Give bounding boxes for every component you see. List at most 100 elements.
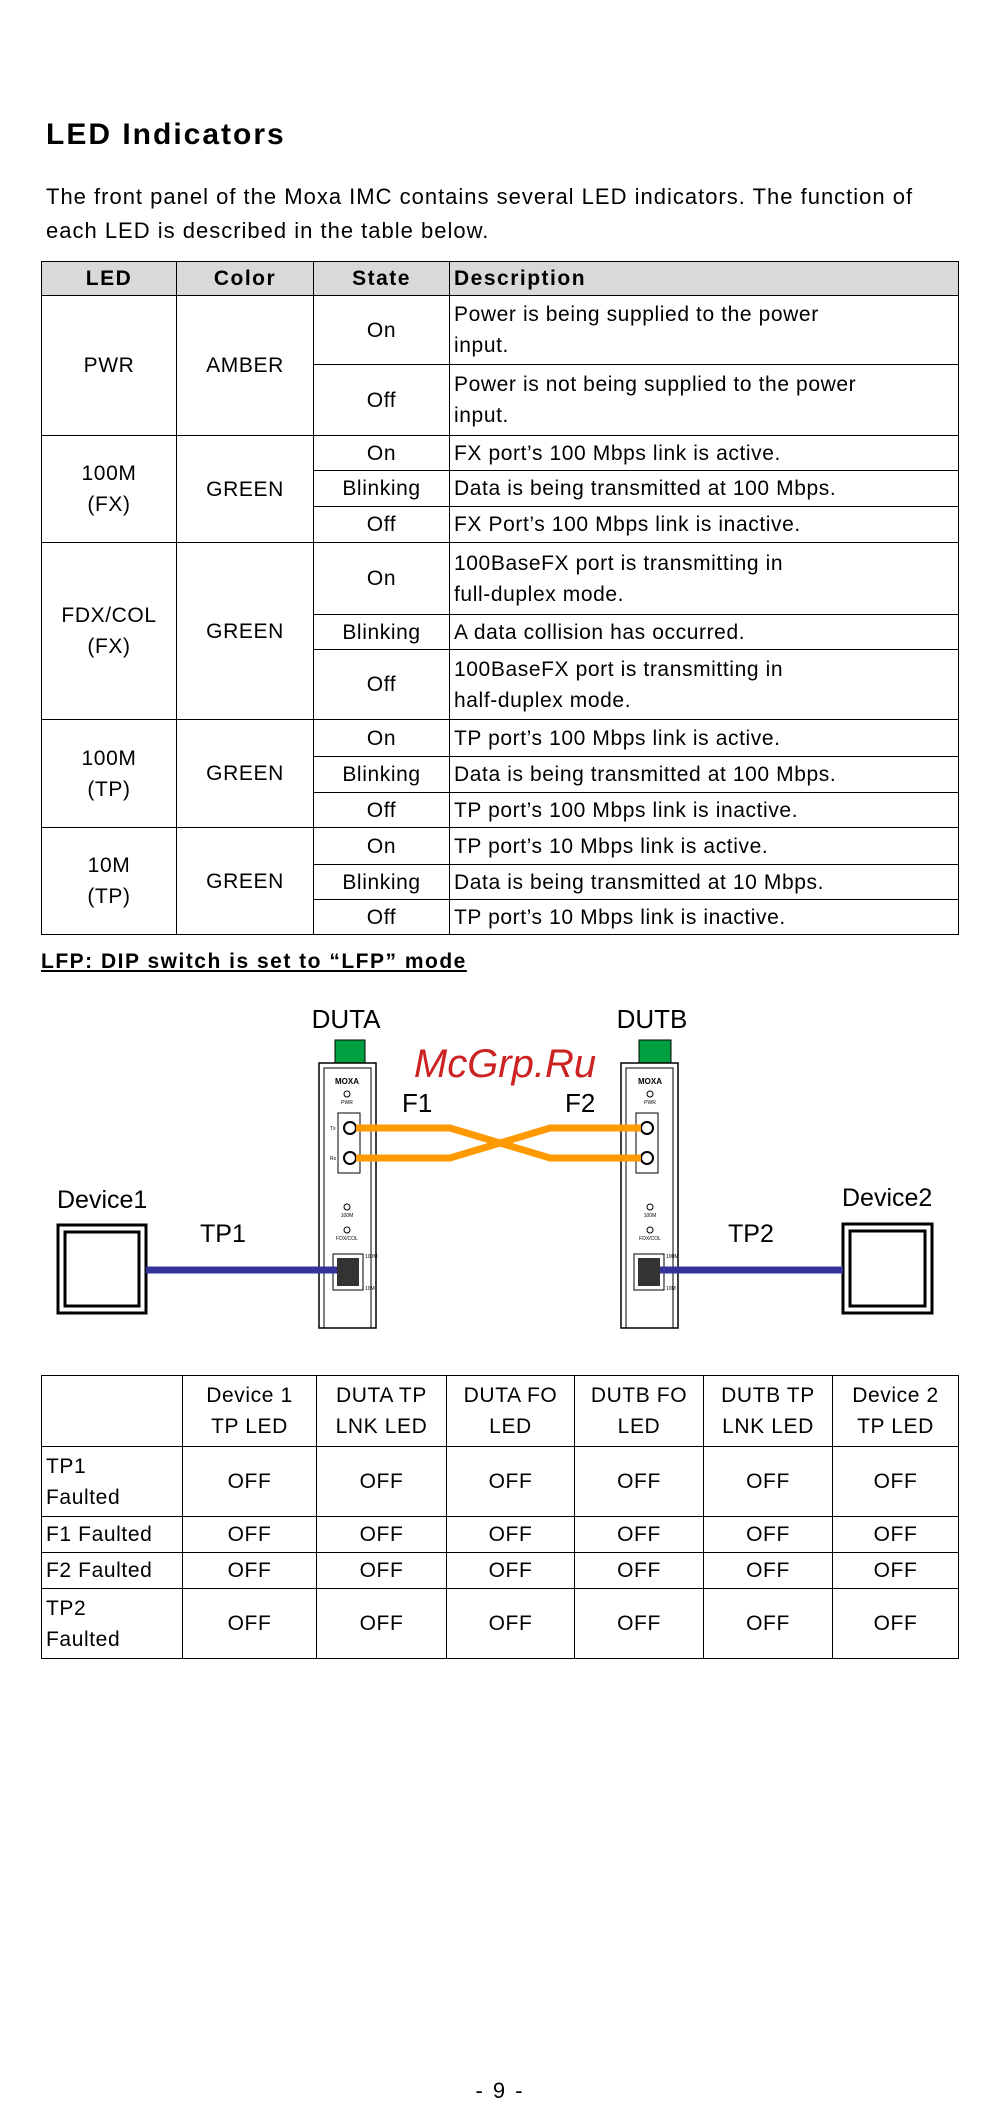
state-cell: Blinking <box>313 756 450 793</box>
cell-line: TP2 <box>46 1596 87 1620</box>
led-status-cell: OFF <box>446 1588 575 1659</box>
description-cell: FX port’s 100 Mbps link is active. <box>449 435 959 471</box>
led-cell: FDX/COL(FX) <box>41 542 177 720</box>
description-cell: TP port’s 100 Mbps link is inactive. <box>449 792 959 828</box>
led-status-cell: OFF <box>574 1446 704 1517</box>
header-led: LED <box>41 261 177 296</box>
led-status-cell: OFF <box>316 1552 447 1589</box>
duta-terminal-tab <box>334 1039 366 1064</box>
table-header-row: LED Color State Description <box>41 261 959 296</box>
header-state: State <box>313 261 450 296</box>
led-status-cell: OFF <box>832 1516 959 1553</box>
duta-fdx-label: FDX/COL <box>336 1236 358 1242</box>
cell-line: LED <box>617 1415 661 1438</box>
duta-pwr-led <box>343 1090 351 1098</box>
duta-device: MOXA PWR Tx Rx 100M FDX/COL 100M 10M <box>318 1039 378 1329</box>
led-cell: 10M(TP) <box>41 827 177 935</box>
cell-line: Data is being transmitted at 100 Mbps. <box>454 477 837 500</box>
led-status-cell: OFF <box>832 1552 959 1589</box>
led-status-cell: OFF <box>182 1588 317 1659</box>
dutb-fdx-led <box>646 1226 654 1234</box>
cell-line: 100BaseFX port is transmitting in <box>454 551 784 575</box>
fiber-f2 <box>356 1124 641 1162</box>
led-status-cell: OFF <box>182 1446 317 1517</box>
state-cell: Blinking <box>313 864 450 900</box>
state-cell: Off <box>313 649 450 720</box>
cell-line: full-duplex mode. <box>454 582 625 606</box>
state-cell: On <box>313 827 450 865</box>
description-cell: Power is not being supplied to the power… <box>449 364 959 436</box>
row-label-cell: F2 Faulted <box>41 1552 183 1589</box>
led-status-cell: OFF <box>574 1552 704 1589</box>
dutb-brand: MOXA <box>638 1077 662 1086</box>
f1-label: F1 <box>402 1088 432 1118</box>
led-status-cell: OFF <box>703 1516 833 1553</box>
description-cell: TP port’s 10 Mbps link is active. <box>449 827 959 865</box>
cell-line: PWR <box>83 354 135 377</box>
dutb-pwr-label: PWR <box>644 1100 656 1106</box>
fault-header-cell <box>41 1375 183 1447</box>
dutb-pwr-led <box>646 1090 654 1098</box>
description-cell: TP port’s 10 Mbps link is inactive. <box>449 899 959 935</box>
cell-line: DUTB TP <box>721 1384 815 1407</box>
duta-pwr-label: PWR <box>341 1100 353 1106</box>
description-cell: Data is being transmitted at 10 Mbps. <box>449 864 959 900</box>
led-indicator-table: LED Color State Description PWR AMBER On Po… <box>41 261 959 935</box>
cell-line: Data is being transmitted at 100 Mbps. <box>454 763 837 786</box>
duta-port-10m-label: 10M <box>365 1286 375 1292</box>
device2-label: Device2 <box>842 1184 932 1212</box>
led-status-cell: OFF <box>316 1588 447 1659</box>
cell-line: 100M <box>81 462 137 485</box>
led-status-cell: OFF <box>446 1552 575 1589</box>
duta-100m-led <box>343 1203 351 1211</box>
description-cell: 100BaseFX port is transmitting in full-du… <box>449 542 959 615</box>
cell-line: 10M <box>87 854 131 877</box>
state-cell: Off <box>313 364 450 436</box>
header-description: Description <box>449 261 959 296</box>
duta-tx-label: Tx <box>330 1126 336 1132</box>
led-status-cell: OFF <box>316 1446 447 1517</box>
cell-line: TP LED <box>857 1415 934 1438</box>
color-cell: AMBER <box>176 295 314 436</box>
state-cell: On <box>313 719 450 757</box>
dutb-100m-led <box>646 1203 654 1211</box>
tp1-label: TP1 <box>200 1220 246 1248</box>
cell-line: TP port’s 100 Mbps link is active. <box>454 726 781 750</box>
led-status-cell: OFF <box>574 1588 704 1659</box>
cell-line: TP port’s 10 Mbps link is inactive. <box>454 905 786 929</box>
led-status-cell: OFF <box>703 1552 833 1589</box>
led-cell: 100M(FX) <box>41 435 177 543</box>
watermark: McGrp.Ru <box>414 1042 596 1086</box>
cell-line: F2 Faulted <box>46 1559 153 1582</box>
cell-line: FX Port’s 100 Mbps link is inactive. <box>454 513 801 536</box>
state-cell: Off <box>313 506 450 543</box>
cell-line: Device 1 <box>206 1384 293 1407</box>
cell-line: Faulted <box>46 1627 121 1651</box>
cell-line: LED <box>489 1415 532 1438</box>
dutb-label: DUTB <box>617 1004 688 1034</box>
led-status-cell: OFF <box>703 1588 833 1659</box>
color-cell: GREEN <box>176 435 314 543</box>
duta-label: DUTA <box>312 1004 382 1034</box>
intro-paragraph: The front panel of the Moxa IMC contains… <box>46 184 914 243</box>
page-number: - 9 - <box>475 2078 525 2103</box>
led-status-cell: OFF <box>446 1516 575 1553</box>
color-cell: GREEN <box>176 719 314 828</box>
